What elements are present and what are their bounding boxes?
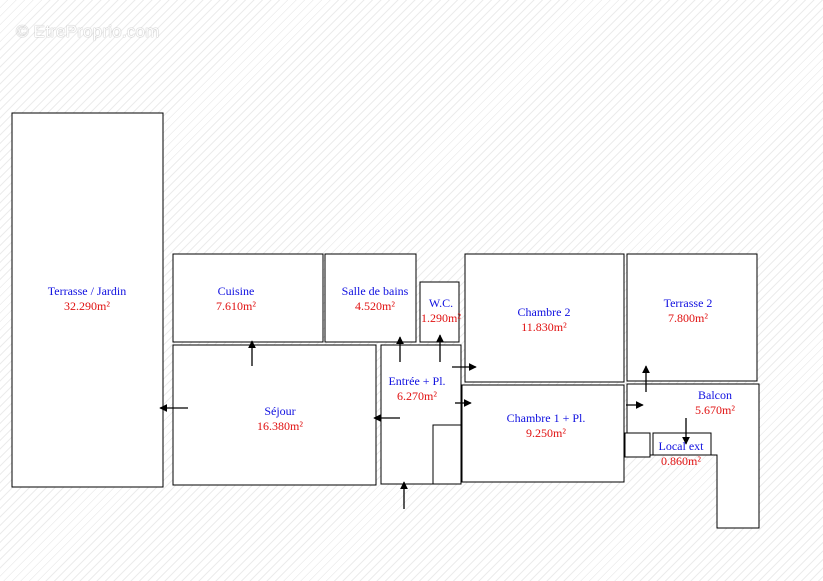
- label-wc: W.C. 1.290m²: [421, 296, 461, 325]
- room-salle-de-bains: [324, 253, 417, 343]
- room-local-ext: [652, 432, 712, 456]
- room-wc: [419, 281, 460, 343]
- room-chambre-1: [461, 384, 625, 483]
- watermark: © EtreProprio.com: [16, 22, 160, 41]
- label-local-ext: Local ext 0.860m²: [658, 439, 704, 468]
- room-cuisine: [172, 253, 324, 343]
- room-terrasse-2: [626, 253, 758, 382]
- label-entree: Entrée + Pl. 6.270m²: [388, 374, 446, 403]
- label-balcon: Balcon 5.670m²: [695, 388, 735, 417]
- room-entree-placard: [432, 424, 462, 485]
- label-chambre-2: Chambre 2 11.830m²: [517, 305, 571, 334]
- label-chambre-1: Chambre 1 + Pl. 9.250m²: [506, 411, 586, 440]
- room-chambre-2: [464, 253, 625, 383]
- label-terrasse-jardin: Terrasse / Jardin 32.290m²: [47, 284, 127, 313]
- room-balcon-small-box: [624, 432, 651, 458]
- label-sejour: Séjour 16.380m²: [257, 404, 303, 433]
- label-cuisine: Cuisine 7.610m²: [216, 284, 256, 313]
- label-terrasse-2: Terrasse 2 7.800m²: [663, 296, 713, 325]
- label-salle-de-bains: Salle de bains 4.520m²: [341, 284, 409, 313]
- room-sejour: [172, 344, 377, 486]
- room-terrasse-jardin: [11, 112, 164, 488]
